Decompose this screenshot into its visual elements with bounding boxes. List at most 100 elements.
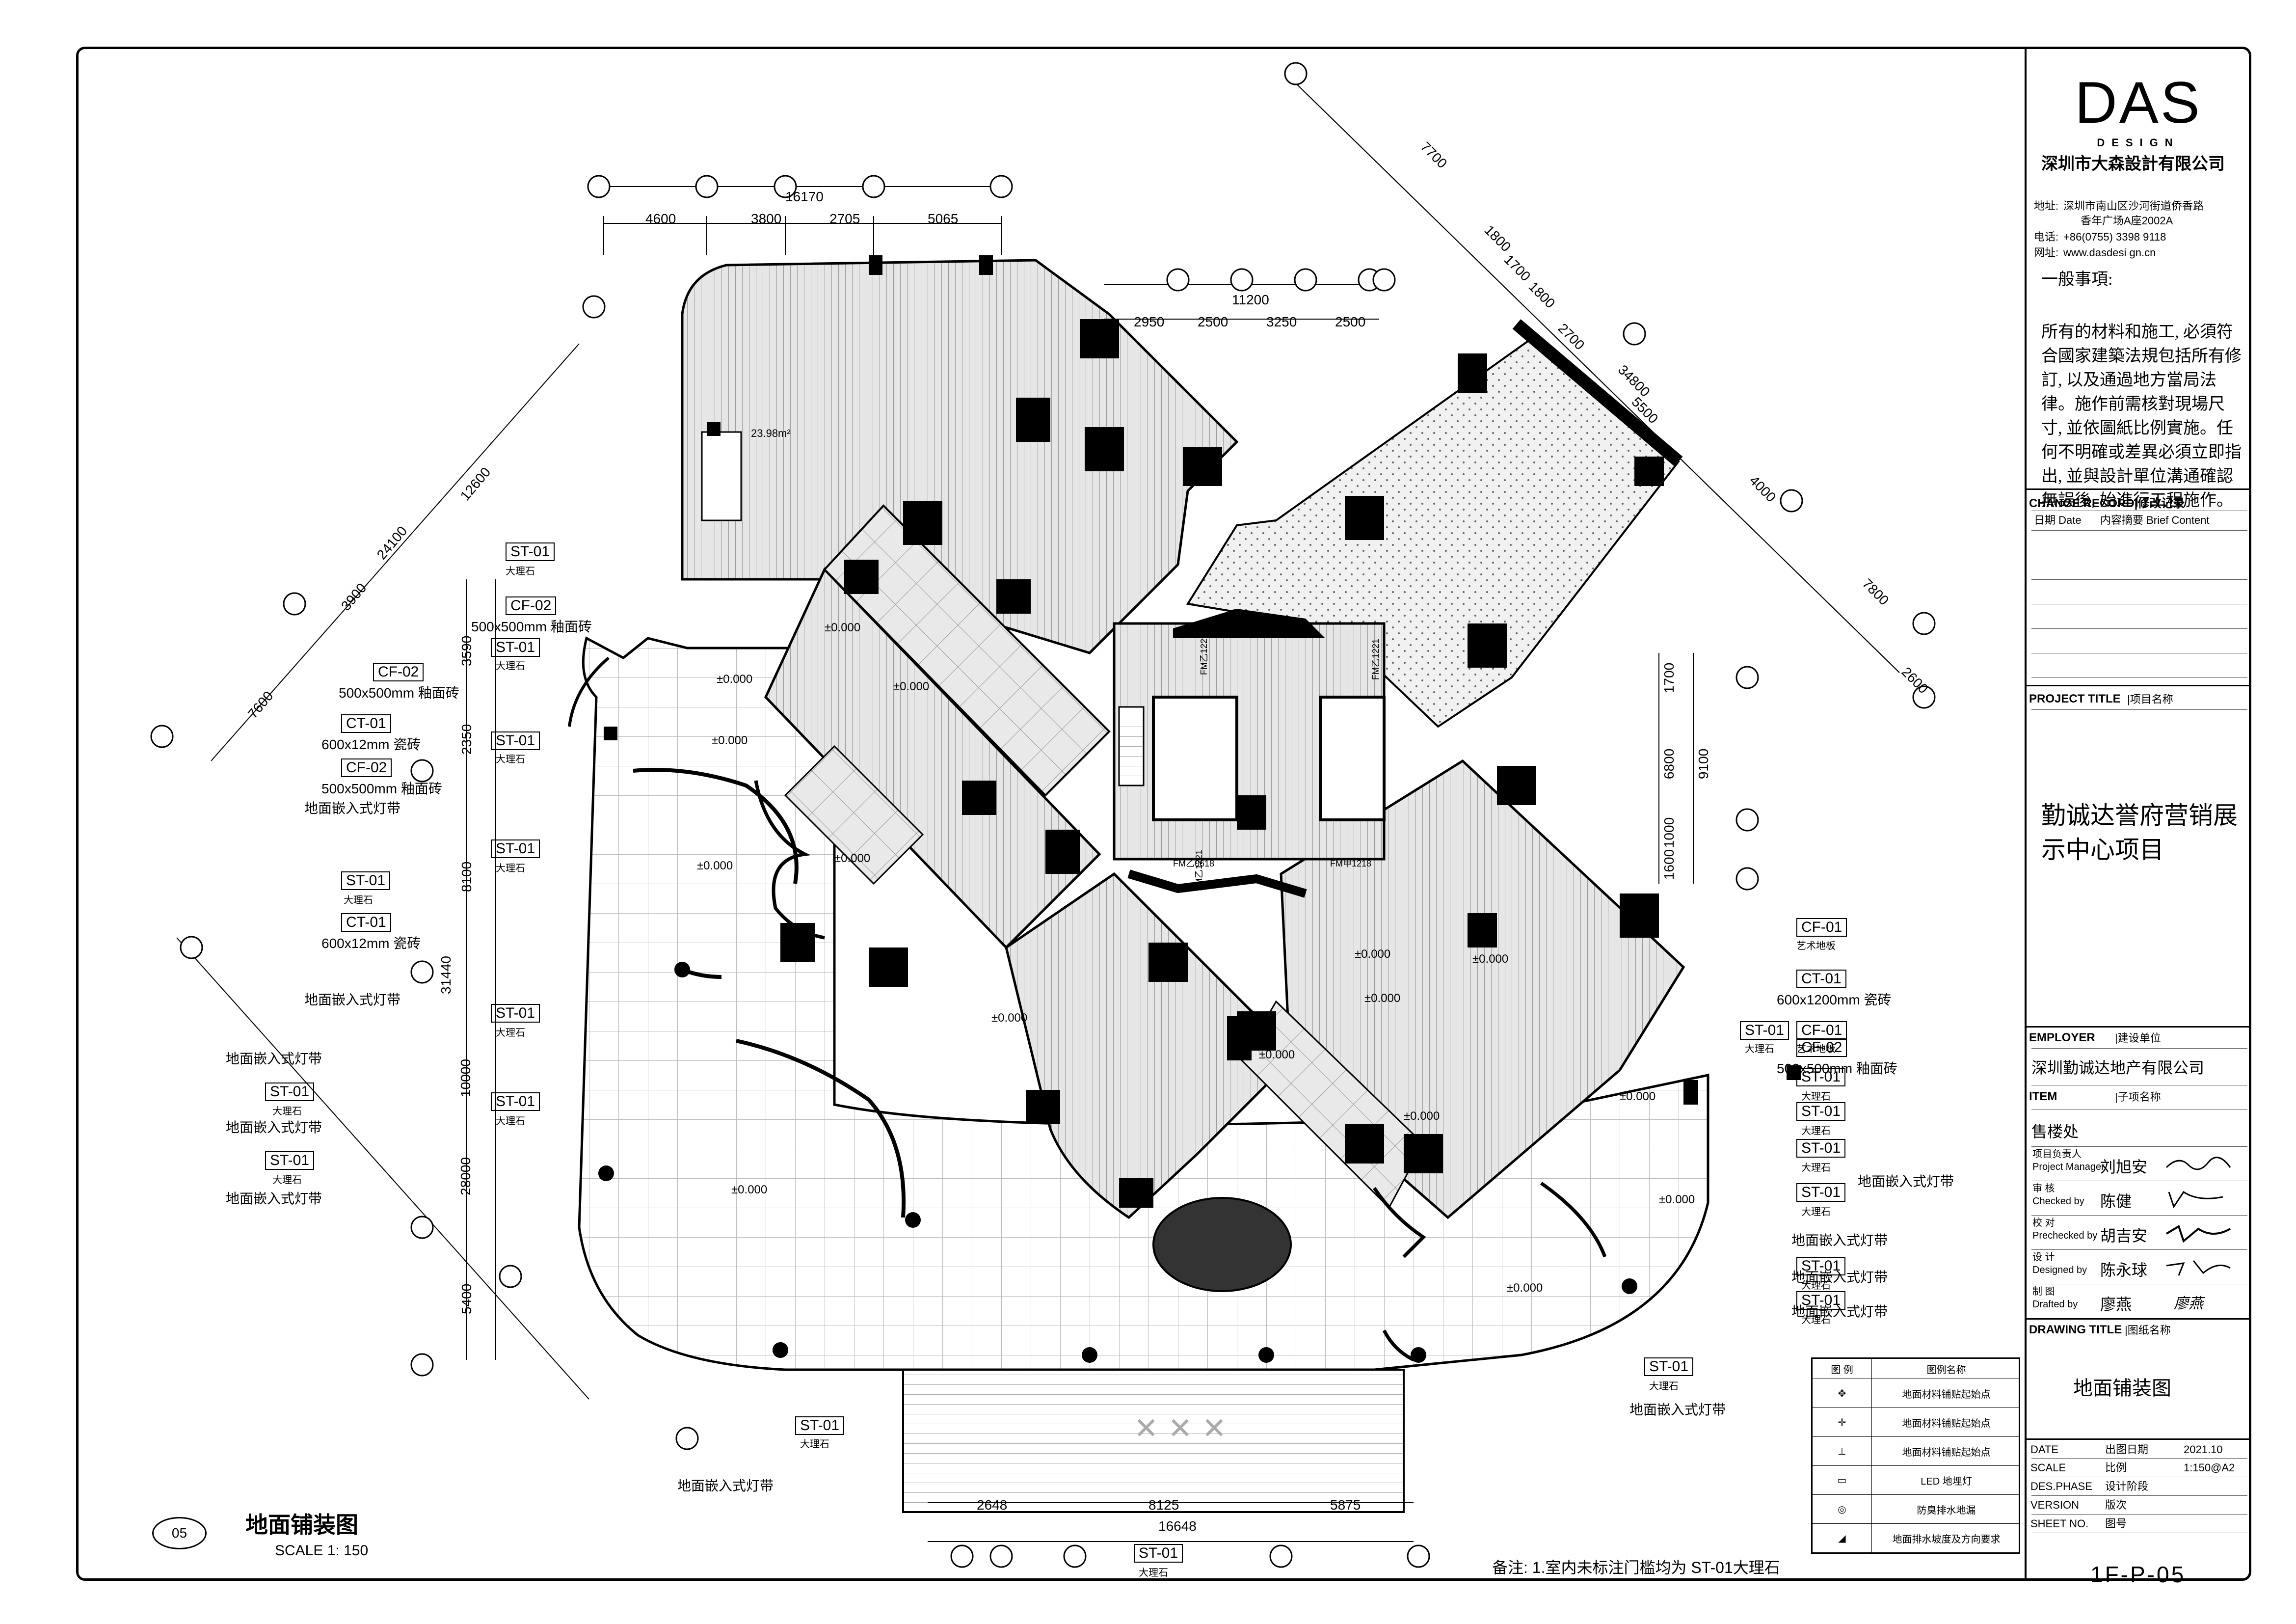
tag-bottom-3: ST-01 <box>1644 1357 1694 1376</box>
oval-feature <box>1152 1197 1292 1292</box>
role-cn: 校 对 <box>2032 1218 2055 1228</box>
sheet-cn: 图号 <box>2105 1517 2127 1530</box>
tag-bottom-1: ST-01 <box>795 1416 845 1435</box>
area-label: 23.98m² <box>751 427 791 439</box>
light-band-2: 地面嵌入式灯带 <box>304 992 401 1007</box>
dim-right-1: 1700 <box>1661 662 1677 694</box>
tag-right-8: ST-01 <box>1796 1139 1846 1158</box>
tag-left-4-desc: 500x500mm 釉面砖 <box>339 685 459 701</box>
tag-right-10-desc: 大理石 <box>1801 1280 1831 1291</box>
legend-row: ▭ LED 地埋灯 <box>1813 1465 2019 1494</box>
date-column: 日期 Date <box>2034 514 2082 526</box>
item-cn: |子项名称 <box>2115 1091 2161 1103</box>
level-15: ±0.000 <box>1259 1048 1295 1061</box>
tag-left-2-desc: 500x500mm 釉面砖 <box>471 619 592 634</box>
signature-image <box>2166 1260 2231 1276</box>
dim-right-2: 6800 <box>1661 748 1677 780</box>
dim-top-2: 3800 <box>751 211 782 226</box>
floor-lights <box>598 962 1637 1363</box>
signer-name: 陈永球 <box>2100 1261 2148 1279</box>
signer-name: 廖燕 <box>2100 1296 2132 1313</box>
drawing-title-bottom: 地面铺装图 <box>245 1512 358 1538</box>
signature-row: 制 图 Drafted by 廖燕 廖燕 <box>2031 1284 2247 1319</box>
level-13: ±0.000 <box>825 621 861 634</box>
level-7: ±0.000 <box>1507 1281 1543 1295</box>
dim-left-3: 8100 <box>459 861 475 893</box>
scale-cn: 比例 <box>2105 1462 2127 1474</box>
dim-top-4: 5065 <box>928 211 959 226</box>
employer-label: EMPLOYER <box>2029 1031 2095 1044</box>
tag-right-8-desc: 大理石 <box>1801 1163 1831 1173</box>
scale-value: 1:150@A2 <box>2184 1462 2235 1474</box>
tag-left-1-desc: 大理石 <box>506 566 535 577</box>
tag-left-8-desc: 大理石 <box>496 863 525 874</box>
svg-text:✕ ✕ ✕: ✕ ✕ ✕ <box>1134 1411 1227 1446</box>
drawing-number-bubble: 05 <box>152 1517 207 1549</box>
dim-bottom-1: 2648 <box>977 1497 1008 1513</box>
version-cn: 版次 <box>2105 1499 2127 1511</box>
legend-label: LED 地埋灯 <box>1921 1476 1972 1487</box>
das-logo: DAS <box>2075 70 2202 135</box>
tag-left-7: CF-02 <box>341 758 392 777</box>
light-band-4: 地面嵌入式灯带 <box>226 1120 322 1135</box>
divider <box>2031 677 2247 678</box>
drawing-title-label: DRAWING TITLE <box>2029 1323 2122 1336</box>
dim-left-5: 5400 <box>459 1283 475 1315</box>
axis-bubbles <box>150 62 1936 1568</box>
bottom-terrace: ✕ ✕ ✕ <box>902 1369 1405 1513</box>
divider <box>2031 1495 2247 1496</box>
tag-left-1: ST-01 <box>506 542 555 561</box>
start-point-icon: ⊥ <box>1813 1437 1872 1465</box>
phase-cn: 设计阶段 <box>2105 1480 2149 1492</box>
dim-top-total: 16170 <box>785 189 824 204</box>
door-label-3: FM乙1221 <box>1194 849 1204 892</box>
level-3: ±0.000 <box>834 852 871 865</box>
tag-left-7-desc: 500x500mm 釉面砖 <box>321 781 442 796</box>
divider <box>2031 628 2247 629</box>
level-11: ±0.000 <box>1620 1090 1656 1103</box>
dim-bottom-2: 8125 <box>1148 1497 1179 1513</box>
tag-left-12-desc: 大理石 <box>272 1106 302 1117</box>
tag-right-1: CF-01 <box>1796 918 1847 937</box>
divider <box>2027 1026 2250 1028</box>
light-band-1: 地面嵌入式灯带 <box>304 801 401 816</box>
dim-left-total-1: 31440 <box>438 956 454 994</box>
address-line1: 深圳市南山区沙河街道侨香路 <box>2063 200 2204 212</box>
tag-left-11-desc: 大理石 <box>496 1028 525 1038</box>
floor-drain-icon: ◎ <box>1813 1495 1872 1523</box>
dim-top-3: 2705 <box>829 211 860 226</box>
legend-label: 地面排水坡度及方向要求 <box>1892 1534 2001 1545</box>
tag-right-2: CT-01 <box>1796 970 1846 988</box>
legend-label: 地面材料铺贴起始点 <box>1902 1418 1991 1429</box>
legend-label: 防臭排水地漏 <box>1917 1505 1976 1516</box>
legend-row: ◢ 地面排水坡度及方向要求 <box>1813 1523 2019 1552</box>
tag-right-9-desc: 大理石 <box>1801 1207 1831 1218</box>
divider <box>2031 530 2247 531</box>
drawing-frame <box>76 47 2251 1581</box>
role-en: Project Manager <box>2032 1162 2105 1172</box>
tag-left-6-desc: 大理石 <box>496 754 525 765</box>
date-value: 2021.10 <box>2184 1443 2223 1456</box>
dim-left-1: 3590 <box>459 635 475 667</box>
legend-row: ✥ 地面材料铺贴起始点 <box>1813 1379 2019 1407</box>
legend-col1: 图 例 <box>1813 1359 1872 1379</box>
divider <box>2031 709 2247 710</box>
dim-right-4: 1600 <box>1661 849 1677 880</box>
notes-title: 一般事項: <box>2041 271 2113 289</box>
legend-row: ◎ 防臭排水地漏 <box>1813 1494 2019 1523</box>
light-band-8: 地面嵌入式灯带 <box>1858 1174 1954 1189</box>
divider <box>2027 488 2250 490</box>
role-cn: 项目负责人 <box>2032 1149 2082 1160</box>
legend-label: 地面材料铺贴起始点 <box>1902 1447 1991 1458</box>
tag-bottom-2-desc: 大理石 <box>1139 1568 1168 1578</box>
tag-left-3: ST-01 <box>491 638 540 657</box>
phone-label: 电话: <box>2034 231 2059 243</box>
tag-left-13: ST-01 <box>491 1092 540 1111</box>
tag-left-4: CF-02 <box>373 663 424 681</box>
item-name: 售楼处 <box>2031 1123 2079 1140</box>
dimension-lines <box>176 73 1900 1542</box>
tag-right-11-desc: 大理石 <box>1801 1315 1831 1326</box>
scale-label: SCALE <box>2030 1462 2066 1474</box>
web-address: www.dasdesi gn.cn <box>2063 246 2156 259</box>
date-cn: 出图日期 <box>2105 1443 2149 1456</box>
